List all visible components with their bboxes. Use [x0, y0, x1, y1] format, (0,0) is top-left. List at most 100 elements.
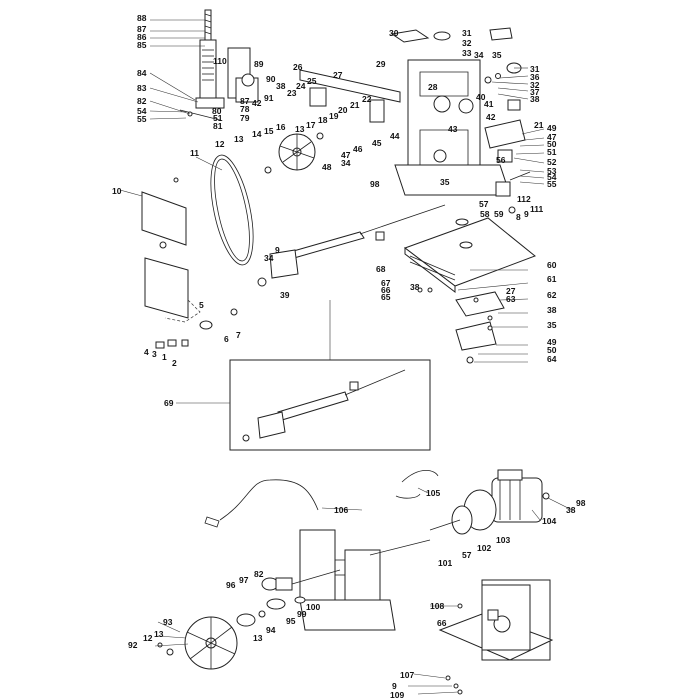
callout-12-b: 12 — [143, 633, 153, 643]
callout-97: 97 — [239, 575, 249, 585]
callout-92: 92 — [128, 640, 138, 650]
callout-35-b: 35 — [440, 177, 450, 187]
callout-2: 2 — [172, 358, 177, 368]
callout-66-b: 66 — [437, 618, 447, 628]
callout-55-b: 55 — [547, 179, 557, 189]
callout-80: 80 — [212, 106, 222, 116]
callout-90: 90 — [266, 74, 276, 84]
callout-24: 24 — [296, 81, 306, 91]
callout-4: 4 — [144, 347, 149, 357]
callout-49-b: 49 — [547, 337, 557, 347]
callout-7: 7 — [236, 330, 241, 340]
callout-34-a: 34 — [474, 50, 484, 60]
callout-14: 14 — [252, 129, 262, 139]
callout-65: 65 — [381, 292, 391, 302]
callout-48: 48 — [322, 162, 332, 172]
callout-110: 110 — [213, 56, 227, 66]
callout-109: 109 — [390, 690, 404, 700]
callout-94: 94 — [266, 625, 276, 635]
callout-105: 105 — [426, 488, 440, 498]
callout-55: 55 — [137, 114, 147, 124]
upper-assembly-artwork — [141, 9, 536, 364]
callout-112: 112 — [517, 194, 531, 204]
callout-49-a: 49 — [547, 123, 557, 133]
callout-11: 11 — [190, 148, 199, 158]
callout-108: 108 — [430, 601, 444, 611]
callout-98-b: 98 — [576, 498, 586, 508]
callout-69: 69 — [164, 398, 174, 408]
callout-21-a: 21 — [350, 100, 360, 110]
callout-54-b: 54 — [547, 172, 557, 182]
callout-38-c: 38 — [410, 282, 420, 292]
callout-13-b: 13 — [234, 134, 244, 144]
callout-56: 56 — [496, 155, 506, 165]
callout-111: 111 — [530, 204, 544, 214]
callout-86: 86 — [137, 32, 147, 42]
callout-51-b: 51 — [547, 147, 557, 157]
callout-67: 67 — [381, 278, 391, 288]
callout-35-a: 35 — [492, 50, 502, 60]
callout-79: 79 — [240, 113, 250, 123]
callout-23: 23 — [287, 88, 297, 98]
callout-45: 45 — [372, 138, 382, 148]
callout-35-c: 35 — [547, 320, 557, 330]
callout-84: 84 — [137, 68, 147, 78]
callout-39: 39 — [280, 290, 290, 300]
callout-31-a: 31 — [462, 28, 472, 38]
callout-9-a: 9 — [524, 209, 529, 219]
callout-27-b: 27 — [506, 286, 516, 296]
callout-85: 85 — [137, 40, 147, 50]
callout-78: 78 — [240, 104, 250, 114]
callout-43: 43 — [448, 124, 458, 134]
callout-87: 87 — [137, 24, 147, 34]
callout-33: 33 — [462, 48, 472, 58]
callout-91: 91 — [264, 93, 274, 103]
callout-82: 82 — [137, 96, 147, 106]
callout-13-a: 13 — [295, 124, 305, 134]
callout-46: 46 — [353, 144, 363, 154]
callout-53: 53 — [547, 166, 557, 176]
callout-101: 101 — [438, 558, 452, 568]
callout-32-b: 32 — [530, 80, 540, 90]
callout-26: 26 — [293, 62, 303, 72]
callout-18: 18 — [318, 115, 328, 125]
callout-8: 8 — [516, 212, 521, 222]
callout-68: 68 — [376, 264, 386, 274]
callout-98-a: 98 — [370, 179, 380, 189]
callout-40: 40 — [476, 92, 486, 102]
callout-63: 63 — [506, 294, 516, 304]
callout-9-c: 9 — [392, 681, 397, 691]
callout-89: 89 — [254, 59, 264, 69]
callout-103: 103 — [496, 535, 510, 545]
callout-labels: 88 87 86 85 84 83 82 54 55 110 89 90 38 … — [112, 13, 586, 700]
callout-20: 20 — [338, 105, 348, 115]
callout-82-b: 82 — [254, 569, 264, 579]
callout-62: 62 — [547, 290, 557, 300]
callout-38-b: 38 — [530, 94, 540, 104]
callout-47-a: 47 — [547, 132, 557, 142]
callout-38-d: 38 — [547, 305, 557, 315]
callout-59: 59 — [494, 209, 504, 219]
callout-54: 54 — [137, 106, 147, 116]
callout-50-b: 50 — [547, 345, 557, 355]
callout-50-a: 50 — [547, 139, 557, 149]
callout-42-b: 42 — [486, 112, 496, 122]
callout-93: 93 — [163, 617, 173, 627]
callout-81: 81 — [213, 121, 223, 131]
callout-28: 28 — [428, 82, 438, 92]
callout-27-a: 27 — [333, 70, 343, 80]
callout-12: 12 — [215, 139, 225, 149]
callout-34-b: 34 — [341, 158, 351, 168]
callout-29: 29 — [376, 59, 386, 69]
callout-15: 15 — [264, 126, 274, 136]
callout-47-b: 47 — [341, 150, 351, 160]
callout-36: 36 — [530, 72, 540, 82]
callout-60: 60 — [547, 260, 557, 270]
callout-64: 64 — [547, 354, 557, 364]
callout-83: 83 — [137, 83, 147, 93]
callout-66-a: 66 — [381, 285, 391, 295]
callout-106: 106 — [334, 505, 348, 515]
leader-lines — [119, 19, 573, 695]
callout-3: 3 — [152, 349, 157, 359]
